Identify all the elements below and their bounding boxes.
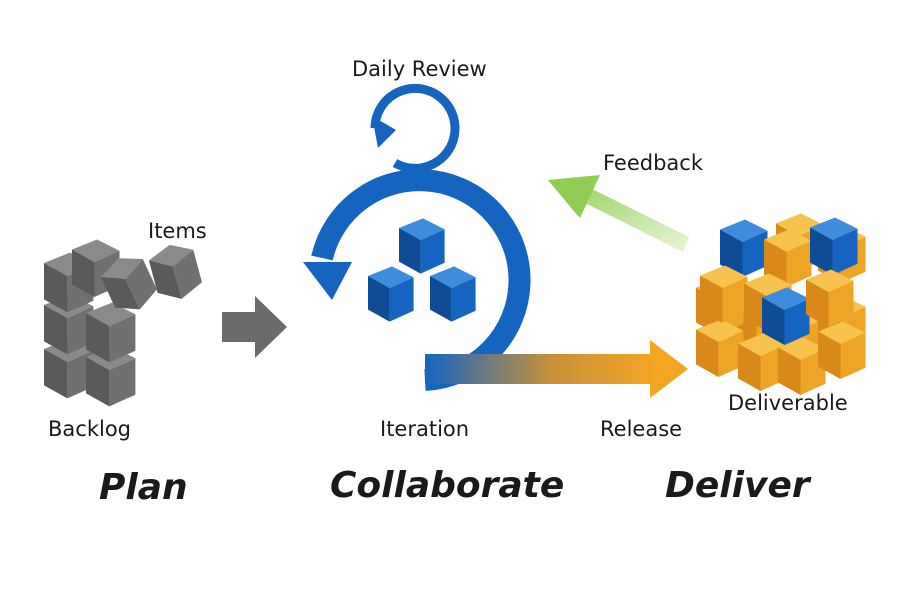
iteration-cubes <box>368 218 476 322</box>
plan-title: Plan <box>99 467 188 508</box>
daily-review-loop-icon <box>370 83 460 173</box>
collaborate-title: Collaborate <box>330 465 565 506</box>
item-cube <box>146 239 205 305</box>
plan-arrow-icon <box>222 296 287 358</box>
release-arrow-icon <box>425 340 688 398</box>
items-label: Items <box>148 219 207 243</box>
release-label: Release <box>600 417 683 441</box>
feedback-label: Feedback <box>603 151 704 175</box>
deliver-title: Deliver <box>665 465 810 506</box>
feedback-arrow-icon <box>548 175 689 252</box>
backlog-cubes <box>44 239 162 407</box>
daily-review-label: Daily Review <box>352 57 487 81</box>
iteration-label: Iteration <box>380 417 470 441</box>
deliverable-cubes <box>696 213 866 395</box>
deliverable-label: Deliverable <box>728 391 848 415</box>
iteration-loop-icon <box>303 169 531 391</box>
backlog-label: Backlog <box>48 417 131 441</box>
